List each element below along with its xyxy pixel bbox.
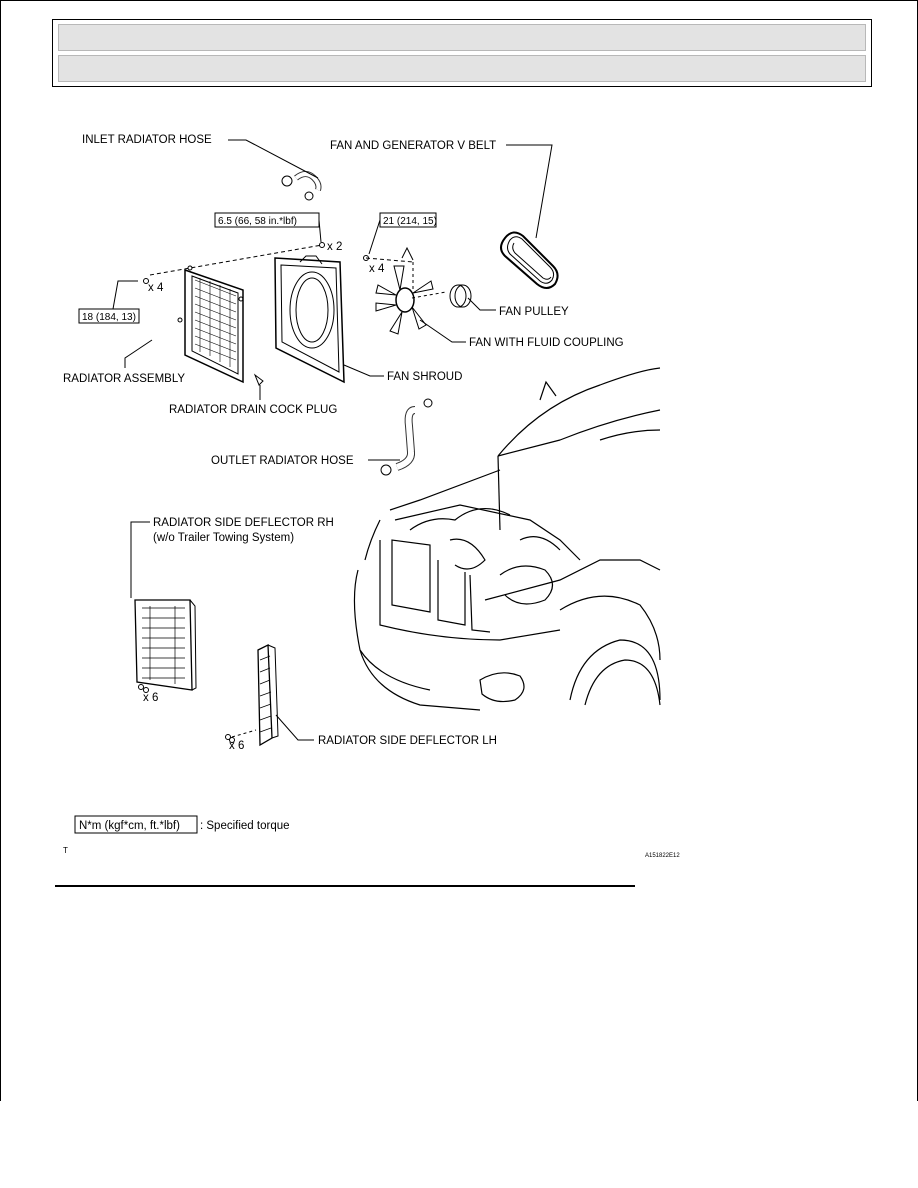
legend-unit: N*m (kgf*cm, ft.*lbf) <box>79 820 180 832</box>
shroud-torque-leader <box>318 219 322 243</box>
label-fan-shroud: FAN SHROUD <box>387 371 462 383</box>
qty-radiator: x 4 <box>148 282 164 294</box>
truck-illustration <box>353 367 661 711</box>
outlet-hose-part <box>380 398 433 476</box>
deflector-rh-leader <box>130 521 150 598</box>
legend-text: : Specified torque <box>200 820 290 832</box>
deflector-rh-bolt <box>143 687 149 693</box>
header-box <box>52 19 872 87</box>
torque-fan: 21 (214, 15) <box>383 216 437 227</box>
deflector-rh-part <box>134 599 197 691</box>
fan-shroud-leader <box>343 364 384 377</box>
label-deflector-rh-note: (w/o Trailer Towing System) <box>153 532 294 544</box>
label-radiator-assembly: RADIATOR ASSEMBLY <box>63 373 185 385</box>
fan-torque-leader <box>368 219 381 255</box>
label-deflector-rh: RADIATOR SIDE DEFLECTOR RH <box>153 517 334 529</box>
qty-shroud: x 2 <box>327 241 342 253</box>
torque-shroud: 6.5 (66, 58 in.*lbf) <box>218 216 297 227</box>
fan-pulley-part <box>449 284 472 308</box>
torque-radiator: 18 (184, 13) <box>82 312 136 323</box>
radiator-torque-leader <box>112 280 138 310</box>
qty-lh: x 6 <box>229 740 244 752</box>
shroud-dashed-line <box>149 244 323 276</box>
label-v-belt: FAN AND GENERATOR V BELT <box>330 140 496 152</box>
radiator-torque-box <box>78 308 140 324</box>
radiator-bolt <box>143 278 149 284</box>
deflector-lh-part <box>257 643 279 747</box>
qty-rh: x 6 <box>143 692 158 704</box>
label-inlet-hose: INLET RADIATOR HOSE <box>82 134 212 146</box>
v-belt-part <box>500 231 559 289</box>
label-deflector-lh: RADIATOR SIDE DEFLECTOR LH <box>318 735 497 747</box>
fan-pulley-leader <box>467 297 496 311</box>
v-belt-leader <box>506 144 553 239</box>
header-bar-bottom <box>58 55 866 82</box>
separator-line <box>55 885 635 887</box>
radiator-part <box>177 265 244 384</box>
label-fan-coupling: FAN WITH FLUID COUPLING <box>469 337 624 349</box>
inlet-hose-part <box>281 171 322 201</box>
shroud-bolt <box>319 242 325 248</box>
label-fan-pulley: FAN PULLEY <box>499 306 569 318</box>
fan-part <box>375 246 447 335</box>
legend-box <box>74 815 198 834</box>
footer-left-mark: T <box>63 846 68 855</box>
header-bar-top <box>58 24 866 51</box>
deflector-lh-leader <box>275 714 314 741</box>
deflector-lh-bolt <box>225 734 231 740</box>
inlet-hose-leader <box>228 139 319 179</box>
label-outlet-hose: OUTLET RADIATOR HOSE <box>211 455 354 467</box>
label-drain-cock: RADIATOR DRAIN COCK PLUG <box>169 404 337 416</box>
fan-coupling-leader <box>419 319 466 343</box>
figure-code: A151822E12 <box>645 853 680 859</box>
drain-cock-part <box>253 373 264 386</box>
qty-fan: x 4 <box>369 263 385 275</box>
radiator-leader <box>124 339 153 368</box>
fan-shroud-part <box>274 255 345 384</box>
